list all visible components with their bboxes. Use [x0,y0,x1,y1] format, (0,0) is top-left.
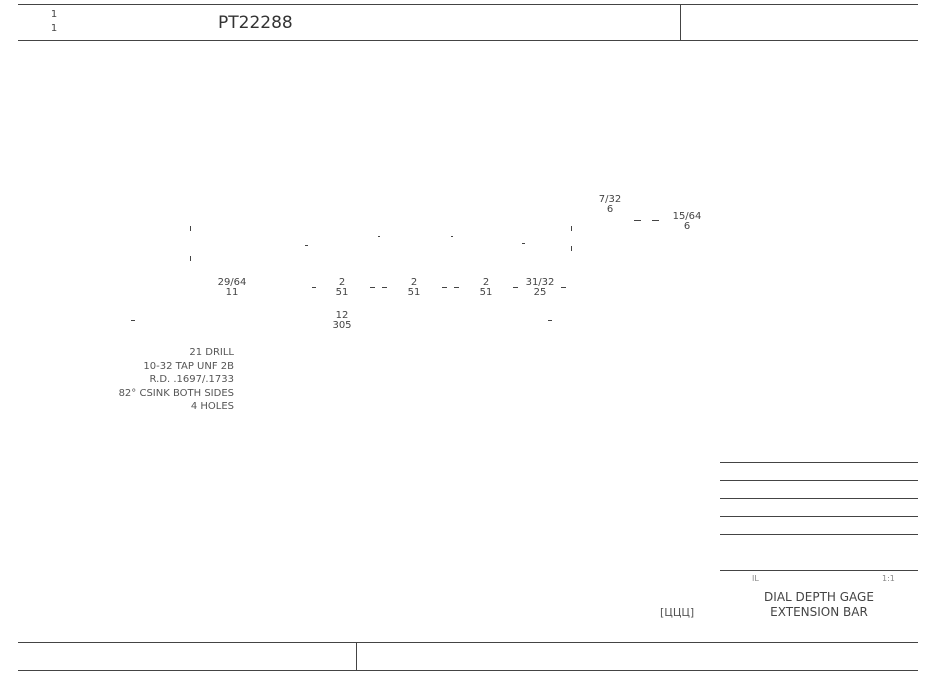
title-block-rule [720,516,918,517]
dimension-12: 12 305 [325,311,359,331]
title-block-rule [720,498,918,499]
footer-top-rule [18,642,918,643]
dimension-mm: 6 [683,221,691,232]
footer-divider [356,642,357,670]
dimension-mm: 305 [332,320,352,331]
part-number: PT22288 [218,13,293,33]
hole-callout-line: 82° CSINK BOTH SIDES [118,387,234,399]
dimension-mm: 6 [606,204,614,215]
dimension-29-64: 29/64 11 [215,278,249,298]
dimension-7-32: 7/32 6 [593,195,627,215]
dimension-2-c: 2 51 [469,278,503,298]
drawing-tick [451,236,453,237]
dim-arrow [513,287,518,288]
dim-arrow [370,287,375,288]
sheet-number-top: 1 [50,9,58,20]
dim-arrow [634,220,641,221]
dim-arrow [561,287,566,288]
dimension-inch: 7/32 [598,194,622,205]
dimension-mm: 11 [225,287,239,298]
dim-arrow [652,220,659,221]
dimension-inch: 2 [482,277,490,288]
header-bottom-rule [18,40,918,41]
dimension-31-32: 31/32 25 [523,278,557,298]
header-top-rule [18,4,918,5]
title-block-rule [720,570,918,571]
dimension-inch: 2 [410,277,418,288]
dimension-inch: 12 [335,310,349,321]
dimension-inch: 2 [338,277,346,288]
dim-arrow [312,287,316,288]
hole-callout: 21 DRILL 10-32 TAP UNF 2B R.D. .1697/.17… [119,346,234,414]
title-block-rule [720,462,918,463]
hole-callout-line: R.D. .1697/.1733 [149,374,234,385]
title-block-left-label: IL [752,574,759,583]
drawing-tick [305,245,308,246]
drawing-code: [ЦЦЦ] [660,606,695,619]
drawing-tick [522,243,525,244]
drawing-tick [571,226,572,231]
footer-bottom-rule [18,670,918,671]
header-divider [680,4,681,40]
drawing-title-line1: DIAL DEPTH GAGE [764,590,874,604]
dimension-inch: 15/64 [672,211,702,222]
dimension-2-b: 2 51 [397,278,431,298]
dimension-inch: 29/64 [217,277,247,288]
dimension-inch: 31/32 [525,277,555,288]
dimension-mm: 51 [407,287,421,298]
drawing-tick [190,256,191,261]
hole-callout-line: 21 DRILL [189,347,234,358]
title-block-rule [720,480,918,481]
dimension-mm: 25 [533,287,547,298]
hole-callout-line: 4 HOLES [190,401,234,412]
dimension-15-64: 15/64 6 [670,212,704,232]
dim-arrow [442,287,447,288]
title-block-rule [720,534,918,535]
drawing-title-line2: EXTENSION BAR [770,605,868,619]
drawing-tick [131,320,135,321]
dimension-2-a: 2 51 [325,278,359,298]
drawing-tick [378,236,380,237]
sheet-number-bottom: 1 [50,23,58,34]
drawing-tick [548,320,552,321]
drawing-tick [571,246,572,251]
title-block-scale: 1:1 [882,574,895,583]
dimension-mm: 51 [335,287,349,298]
dimension-mm: 51 [479,287,493,298]
dim-arrow [382,287,387,288]
hole-callout-line: 10-32 TAP UNF 2B [143,360,234,372]
drawing-tick [190,226,191,231]
dim-arrow [454,287,459,288]
drawing-title: DIAL DEPTH GAGE EXTENSION BAR [720,590,918,620]
